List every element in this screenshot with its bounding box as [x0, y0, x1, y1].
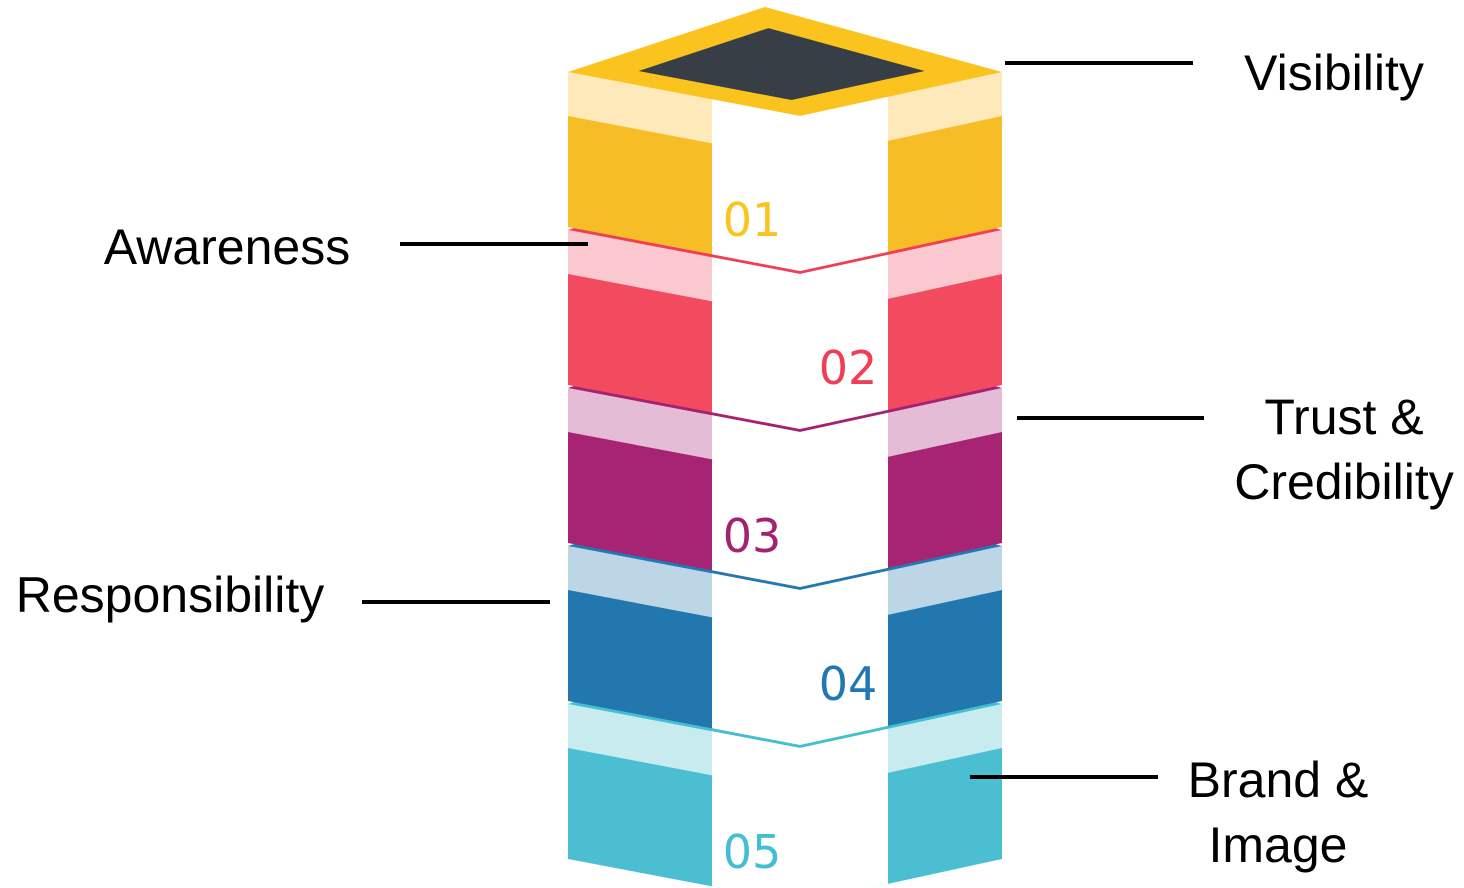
layer-labels: Visibility Awareness Trust & Credibility…	[16, 45, 1454, 873]
block-number-stripe	[712, 728, 888, 888]
label-brand-line2: Image	[1209, 817, 1348, 873]
block-number-02: 02	[819, 341, 878, 395]
block-number-01: 01	[723, 193, 782, 247]
label-brand-line1: Brand &	[1188, 752, 1369, 808]
block-number-stripe	[712, 570, 888, 745]
label-trust-line1: Trust &	[1264, 389, 1423, 445]
block-tower: 05 04 03 02 01	[568, 7, 1002, 888]
block-01: 01	[568, 7, 1002, 271]
block-number-stripe	[712, 96, 888, 271]
connector-lines	[362, 61, 1204, 779]
label-awareness: Awareness	[104, 219, 350, 275]
label-visibility: Visibility	[1244, 45, 1424, 101]
block-05: 05	[568, 639, 1002, 888]
block-number-stripe	[712, 254, 888, 429]
block-top-inner	[638, 28, 925, 100]
block-number-03: 03	[723, 509, 782, 563]
label-trust-line2: Credibility	[1234, 454, 1454, 510]
block-number-05: 05	[723, 825, 782, 879]
block-number-stripe	[712, 412, 888, 587]
label-responsibility: Responsibility	[16, 567, 324, 623]
block-number-04: 04	[819, 657, 878, 711]
